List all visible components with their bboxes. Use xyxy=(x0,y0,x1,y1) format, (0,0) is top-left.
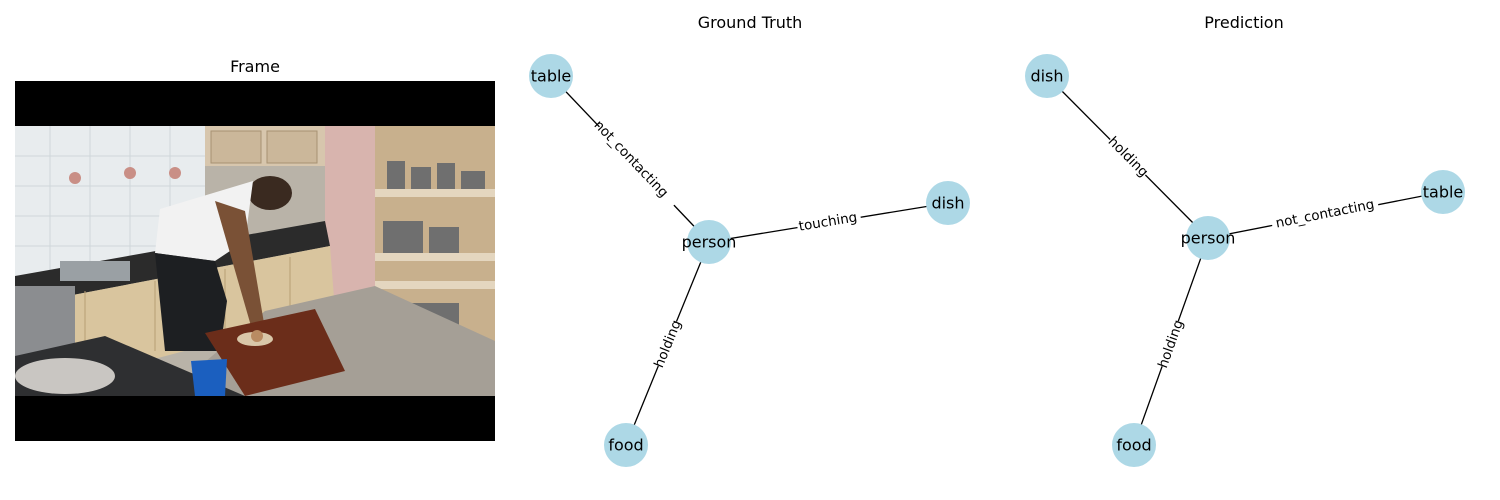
pred-node-label-person: person xyxy=(1181,229,1236,248)
ground-truth-graph: not_contacting touching holding table pe… xyxy=(529,54,970,467)
pred-node-table xyxy=(1421,170,1465,214)
pred-edge-label-person-table: not_contacting xyxy=(1270,195,1380,233)
gt-node-person xyxy=(687,220,731,264)
gt-node-table xyxy=(529,54,573,98)
gt-node-label-person: person xyxy=(682,233,737,252)
pred-edge-label-person-food: holding xyxy=(1155,318,1187,370)
pred-node-food xyxy=(1112,423,1156,467)
gt-node-label-food: food xyxy=(608,436,643,455)
video-frame xyxy=(15,81,495,441)
gt-edge-label-person-food: holding xyxy=(651,318,685,370)
gt-edge-label-person-table: not_contacting xyxy=(591,117,681,210)
gt-node-label-dish: dish xyxy=(931,194,964,213)
prediction-title: Prediction xyxy=(1204,13,1284,32)
pred-node-dish xyxy=(1025,54,1069,98)
svg-text:not_contacting: not_contacting xyxy=(1274,196,1375,231)
pred-edge-label-person-dish: holding xyxy=(1105,134,1152,181)
pred-node-label-food: food xyxy=(1116,436,1151,455)
kitchen-scene-image xyxy=(15,81,495,441)
pred-node-label-dish: dish xyxy=(1030,67,1063,86)
svg-text:touching: touching xyxy=(798,209,859,234)
gt-node-label-table: table xyxy=(531,67,572,86)
gt-node-food xyxy=(604,423,648,467)
ground-truth-title: Ground Truth xyxy=(697,13,803,32)
svg-text:holding: holding xyxy=(1105,134,1152,181)
svg-text:holding: holding xyxy=(651,318,685,370)
pred-node-person xyxy=(1186,216,1230,260)
gt-node-dish xyxy=(926,181,970,225)
pred-node-label-table: table xyxy=(1423,183,1464,202)
prediction-graph: holding not_contacting holding dish pers… xyxy=(1025,54,1465,467)
gt-edge-label-person-dish: touching xyxy=(796,208,862,235)
svg-text:not_contacting: not_contacting xyxy=(591,117,672,201)
frame-title: Frame xyxy=(230,57,280,76)
svg-text:holding: holding xyxy=(1155,318,1187,370)
